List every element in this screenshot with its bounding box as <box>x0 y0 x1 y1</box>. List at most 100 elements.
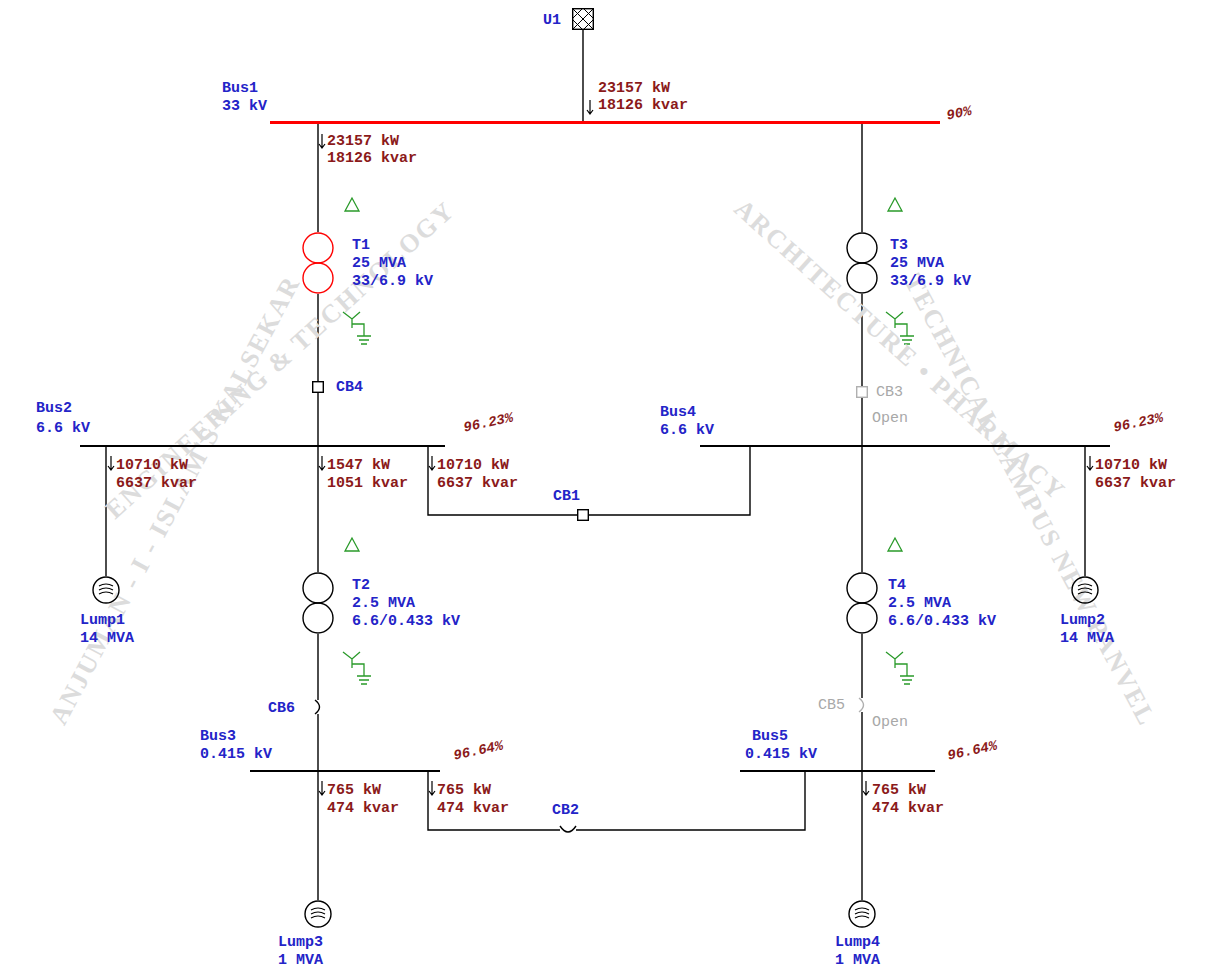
lumped-load-stroke <box>311 908 325 918</box>
element-rating: Open <box>872 410 908 427</box>
element-id: CB3 <box>876 384 903 401</box>
element-rating: 6.6 kV <box>660 422 714 439</box>
cable-connector <box>428 772 560 830</box>
element-id: CB4 <box>336 379 363 396</box>
element-id: Bus4 <box>660 404 696 421</box>
element-rating: 25 MVA <box>890 255 944 272</box>
lv-breaker-stroke <box>315 700 320 714</box>
lumped-load: Lump41 MVA <box>848 900 876 928</box>
lumped-load: Lump214 MVA <box>1071 576 1099 604</box>
hv-breaker-symbol <box>312 381 324 393</box>
transformer-stroke <box>847 603 877 633</box>
element-id: Bus3 <box>200 728 236 745</box>
cable-connector <box>582 30 583 121</box>
element-id: Bus1 <box>222 80 258 97</box>
element-id: T2 <box>352 577 370 594</box>
element-id: Bus5 <box>752 728 788 745</box>
element-rating: 6.6/0.433 kV <box>888 613 996 630</box>
cable-connector <box>861 447 862 572</box>
lumped-load-stroke <box>855 908 869 918</box>
power-flow-value: 1051 kvar <box>327 475 408 492</box>
wye-ground-symbol <box>343 312 914 684</box>
power-flow-value: 6637 kvar <box>437 475 518 492</box>
element-rating: 14 MVA <box>1060 630 1114 647</box>
lumped-load-symbol <box>92 576 120 604</box>
bus-bar: Bus133 kV <box>270 121 940 124</box>
power-flow-value: 23157 kW <box>598 80 670 97</box>
lumped-load-symbol <box>304 900 332 928</box>
bus-voltage-percent: 96.64% <box>452 738 505 765</box>
cable-connector <box>317 634 318 700</box>
lumped-load: Lump31 MVA <box>304 900 332 928</box>
power-flow-value: 765 kW <box>872 782 926 799</box>
element-id: CB5 <box>818 697 845 714</box>
utility-grid: U1 <box>572 8 594 30</box>
power-flow-value: 474 kvar <box>437 800 509 817</box>
utility-grid-symbol <box>572 8 594 30</box>
cable-connector <box>861 634 862 698</box>
lumped-load-symbol <box>848 900 876 928</box>
cable-connector <box>576 772 805 830</box>
bus-voltage-percent: 96.64% <box>946 738 999 765</box>
element-rating: 1 MVA <box>835 952 880 969</box>
cable-connector <box>317 447 318 572</box>
element-id: U1 <box>543 12 561 29</box>
cable-connector <box>317 124 318 232</box>
element-id: T4 <box>888 577 906 594</box>
element-id: Lump1 <box>80 612 125 629</box>
power-flow-value: 10710 kW <box>437 457 509 474</box>
element-rating: 0.415 kV <box>745 746 817 763</box>
element-id: Bus2 <box>36 400 72 417</box>
lv-breaker-symbol <box>856 698 868 712</box>
lumped-load-stroke <box>849 901 875 927</box>
lv-breaker-stroke <box>859 698 864 712</box>
cable-connector <box>861 124 862 232</box>
bus-voltage-percent: 96.23% <box>1112 410 1165 437</box>
element-id: Lump4 <box>835 934 880 951</box>
power-flow-value: 765 kW <box>437 782 491 799</box>
transformer: T325 MVA33/6.9 kV <box>846 232 878 294</box>
bus-bar: Bus26.6 kV <box>80 445 445 447</box>
lv-breaker-stroke <box>560 826 576 832</box>
element-rating: 0.415 kV <box>200 746 272 763</box>
hv-breaker-symbol <box>577 509 589 521</box>
flow-arrow <box>108 100 1093 795</box>
power-flow-value: 1547 kW <box>327 457 390 474</box>
cable-connector <box>317 714 318 770</box>
bus-voltage-percent: 96.23% <box>462 410 515 437</box>
power-flow-value: 765 kW <box>327 782 381 799</box>
transformer-stroke <box>847 573 877 603</box>
cable-connector <box>861 712 862 770</box>
transformer-stroke <box>847 233 877 263</box>
element-rating: 33/6.9 kV <box>890 273 971 290</box>
transformer-stroke <box>847 263 877 293</box>
hv-breaker-stroke <box>578 510 589 521</box>
cable-connector <box>861 398 862 445</box>
lumped-load: Lump114 MVA <box>92 576 120 604</box>
element-rating: 33/6.9 kV <box>352 273 433 290</box>
lv-breaker-symbol <box>560 825 576 835</box>
element-rating: 1 MVA <box>278 952 323 969</box>
hv-breaker-stroke <box>313 382 324 393</box>
power-flow-value: 474 kvar <box>327 800 399 817</box>
element-rating: Open <box>872 714 908 731</box>
element-rating: 25 MVA <box>352 255 406 272</box>
utility-grid-stroke <box>572 8 594 30</box>
element-rating: 2.5 MVA <box>888 595 951 612</box>
transformer-stroke <box>303 233 333 263</box>
cable-connector <box>317 772 318 900</box>
lv-breaker-symbol <box>312 700 324 714</box>
utility-grid-stroke <box>573 9 594 30</box>
power-flow-value: 6637 kvar <box>116 475 197 492</box>
element-id: CB2 <box>552 802 579 819</box>
element-id: T1 <box>352 237 370 254</box>
element-rating: 33 kV <box>222 98 267 115</box>
lv-breaker: CB2 <box>560 825 576 835</box>
transformer-symbol <box>302 232 334 294</box>
lv-breaker: CB5Open <box>856 698 868 712</box>
element-rating: 6.6/0.433 kV <box>352 613 460 630</box>
cable-connector <box>589 447 750 515</box>
hv-breaker: CB3Open <box>856 386 868 398</box>
watermark-text: ANJUMAN - I - ISLAM'S KALSEKAR <box>49 273 301 726</box>
